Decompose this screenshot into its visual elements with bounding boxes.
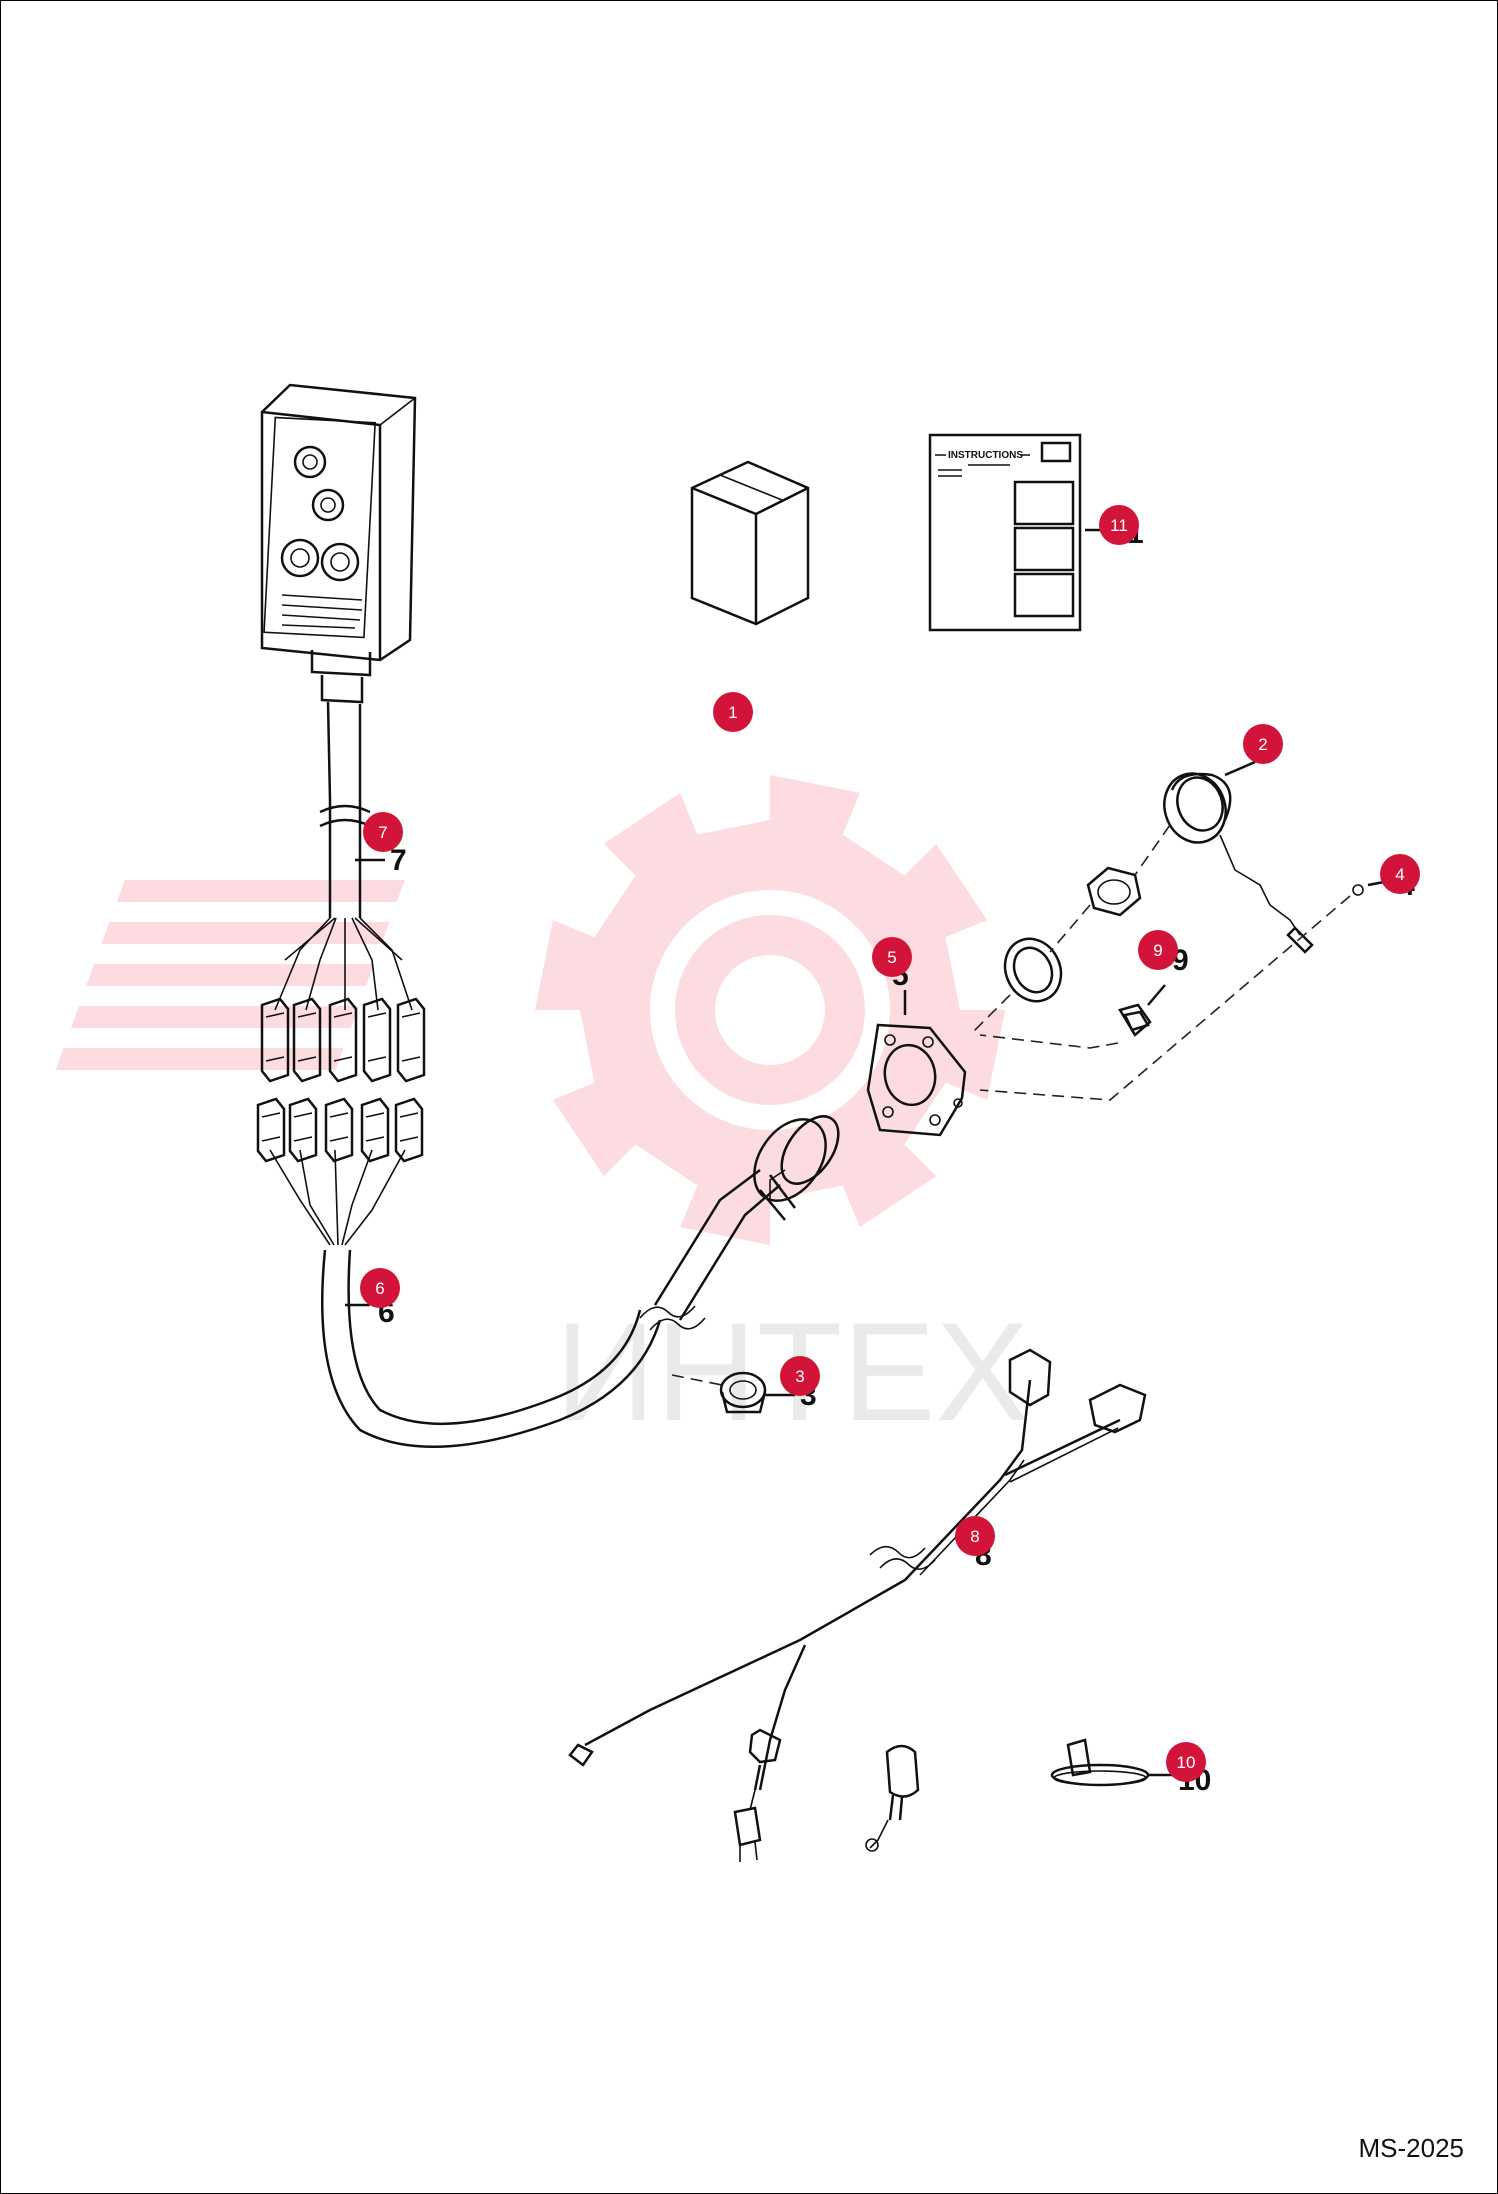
callout-label: 5 xyxy=(887,948,896,967)
callout-label: 11 xyxy=(1110,516,1128,535)
connector xyxy=(396,997,426,1083)
grommet-item-3 xyxy=(719,1371,767,1414)
callout-badge-6[interactable]: 6 xyxy=(360,1268,400,1308)
callout-badge-10[interactable]: 10 xyxy=(1166,1742,1206,1782)
callout-badge-11[interactable]: 11 xyxy=(1099,505,1139,545)
connector xyxy=(328,997,358,1083)
instruction-sheet-item-11: INSTRUCTIONS xyxy=(928,433,1082,632)
box-item-1 xyxy=(690,460,810,626)
callout-label: 3 xyxy=(795,1367,804,1386)
callout-label: 2 xyxy=(1258,735,1267,754)
connector xyxy=(256,1097,286,1163)
callout-label: 1 xyxy=(728,703,737,722)
document-code: MS-2025 xyxy=(1358,2133,1465,2163)
callout-label: 6 xyxy=(375,1279,384,1298)
connector xyxy=(360,1097,390,1163)
connector xyxy=(288,1097,318,1163)
callout-badge-1[interactable]: 1 xyxy=(713,692,753,732)
callout-badge-5[interactable]: 5 xyxy=(872,937,912,977)
connector-row-upper xyxy=(260,997,426,1083)
control-box xyxy=(260,383,417,801)
watermark-gear-icon xyxy=(55,775,1005,1245)
seal-ring xyxy=(1003,937,1063,1003)
callout-label: 7 xyxy=(378,823,387,842)
connector xyxy=(394,1097,424,1163)
callout-label: 9 xyxy=(1153,941,1162,960)
harness-item-6 xyxy=(269,1115,840,1448)
connector xyxy=(362,997,392,1083)
connector xyxy=(324,1097,354,1163)
connector xyxy=(292,997,322,1083)
callout-badge-3[interactable]: 3 xyxy=(780,1356,820,1396)
callout-badge-2[interactable]: 2 xyxy=(1243,724,1283,764)
fuse-holder xyxy=(865,1744,920,1852)
callout-badge-9[interactable]: 9 xyxy=(1138,930,1178,970)
callout-label: 10 xyxy=(1177,1753,1196,1772)
plate-item-5 xyxy=(866,1023,967,1137)
cable-tie-item-10 xyxy=(1050,1738,1150,1787)
connector-row-lower xyxy=(256,1097,424,1163)
harness-item-8 xyxy=(568,1348,1147,1862)
callout-badges: 1 2 3 4 5 6 7 8 9 10 11 xyxy=(360,505,1420,1782)
instruction-heading: INSTRUCTIONS xyxy=(948,450,1023,461)
cap-item-2 xyxy=(1163,772,1314,954)
callout-label: 8 xyxy=(970,1527,979,1546)
callout-badge-4[interactable]: 4 xyxy=(1380,854,1420,894)
assembly-lines xyxy=(671,824,1351,1386)
stud-item-9 xyxy=(1118,1003,1152,1037)
callout-label: 4 xyxy=(1395,865,1404,884)
reference-number-7: 7 xyxy=(390,844,407,877)
connector xyxy=(260,997,290,1083)
callout-badge-7[interactable]: 7 xyxy=(363,812,403,852)
callout-badge-8[interactable]: 8 xyxy=(955,1516,995,1556)
pin-item-4 xyxy=(1352,884,1364,896)
nut xyxy=(1086,866,1142,917)
